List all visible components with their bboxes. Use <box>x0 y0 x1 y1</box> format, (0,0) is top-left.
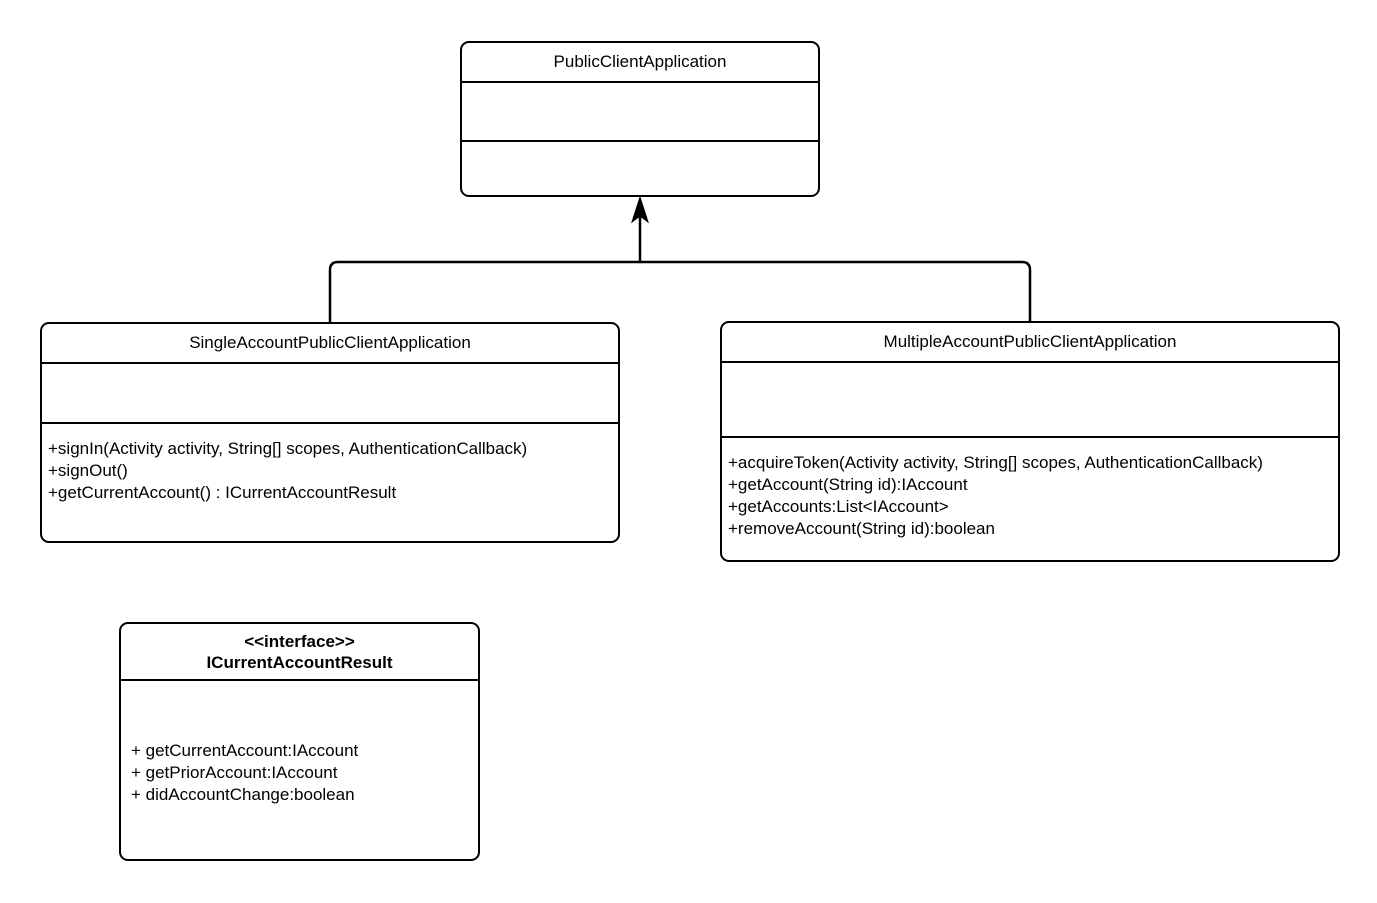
class-attributes-compartment <box>42 362 618 422</box>
class-name-multiple-account-public-client-application: MultipleAccountPublicClientApplication <box>883 332 1177 351</box>
generalization-arrowhead <box>631 195 649 224</box>
class-method: +getCurrentAccount() : ICurrentAccountRe… <box>48 483 397 502</box>
class-method: +getAccounts:List<IAccount> <box>728 497 949 516</box>
connector-spine <box>328 260 1032 322</box>
class-method: +signOut() <box>48 461 128 480</box>
class-box-single-account-public-client-application[interactable]: SingleAccountPublicClientApplication +si… <box>40 322 620 543</box>
class-header-compartment: SingleAccountPublicClientApplication <box>42 324 618 362</box>
class-method: +signIn(Activity activity, String[] scop… <box>48 439 528 458</box>
class-methods-compartment <box>462 140 818 195</box>
interface-method: + getCurrentAccount:IAccount <box>131 741 359 760</box>
class-box-public-client-application[interactable]: PublicClientApplication <box>460 41 820 197</box>
class-method: +getAccount(String id):IAccount <box>728 475 968 494</box>
interface-name-icurrentaccountresult: ICurrentAccountResult <box>206 653 393 673</box>
interface-header-compartment: <<interface>> ICurrentAccountResult <box>121 624 478 679</box>
class-method: +removeAccount(String id):boolean <box>728 519 995 538</box>
class-header-compartment: MultipleAccountPublicClientApplication <box>722 323 1338 361</box>
class-method: +acquireToken(Activity activity, String[… <box>728 453 1263 472</box>
class-name-single-account-public-client-application: SingleAccountPublicClientApplication <box>189 333 471 352</box>
interface-method: + didAccountChange:boolean <box>131 785 355 804</box>
class-name-public-client-application: PublicClientApplication <box>553 52 727 71</box>
interface-methods-compartment: + getCurrentAccount:IAccount + getPriorA… <box>121 679 478 859</box>
class-methods-compartment: +acquireToken(Activity activity, String[… <box>722 436 1338 560</box>
interface-method: + getPriorAccount:IAccount <box>131 763 338 782</box>
interface-stereotype: <<interface>> <box>244 632 355 651</box>
class-methods-compartment: +signIn(Activity activity, String[] scop… <box>42 422 618 541</box>
class-box-multiple-account-public-client-application[interactable]: MultipleAccountPublicClientApplication +… <box>720 321 1340 562</box>
class-attributes-compartment <box>722 361 1338 436</box>
class-header-compartment: PublicClientApplication <box>462 43 818 81</box>
class-attributes-compartment <box>462 81 818 140</box>
class-box-icurrentaccountresult[interactable]: <<interface>> ICurrentAccountResult + ge… <box>119 622 480 861</box>
